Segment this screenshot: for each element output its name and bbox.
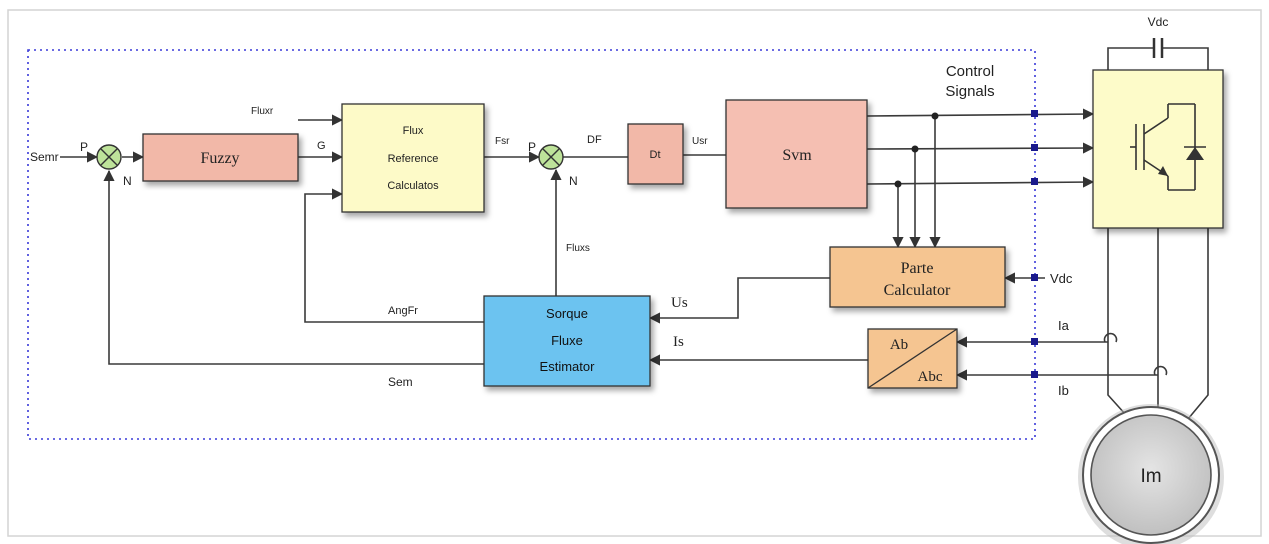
dt-label: Dt [650,149,661,161]
g-label: G [317,140,326,152]
wire-angfr [304,188,484,323]
fluxs-label: Fluxs [566,243,590,254]
n2-label: N [569,174,578,188]
sum-junction-2 [538,144,564,170]
dt-block [627,123,684,185]
connector [1031,178,1038,185]
sensor-ia [1103,332,1118,343]
control-boundary [27,49,1036,440]
connector [1031,110,1038,117]
wire-us [648,277,830,324]
junction-2 [911,145,919,153]
control-signals-label-1: Control [946,63,994,80]
connector [1031,144,1038,151]
ia-label: Ia [1058,318,1070,333]
vdc-top-label: Vdc [1148,15,1169,29]
parte-calculator-block [829,246,1006,308]
estimator-label-2: Fluxe [551,333,583,348]
diode-icon [1186,147,1204,160]
p1-label: P [80,140,88,154]
outer-frame [7,9,1262,537]
flux-ref-label-3: Calculatos [387,180,439,192]
parte-label-2: Calculator [884,282,951,299]
ab-label: Ab [890,337,908,353]
sensor-ib [1153,365,1168,376]
sum-junction-1 [96,144,122,170]
parte-label-1: Parte [901,260,934,277]
fsr-label: Fsr [495,136,510,147]
estimator-block [483,295,651,387]
igbt-arrow-icon [1158,166,1168,176]
estimator-label-1: Sorque [546,306,588,321]
wire-ctrl-3 [866,176,1095,188]
igbt-icon [1130,103,1206,191]
usr-label: Usr [692,136,708,147]
svm-label: Svm [782,147,812,164]
connector [1031,371,1038,378]
vdc-label: Vdc [1050,271,1073,286]
estimator-label-3: Estimator [540,359,596,374]
flux-reference-block [341,103,485,213]
flux-ref-label-1: Flux [403,125,424,137]
us-label: Us [671,295,688,311]
connector [1031,338,1038,345]
wire-ctrl-2 [866,142,1095,154]
fuzzy-label: Fuzzy [200,150,239,167]
dc-link-right [1162,47,1209,70]
wire-sem [103,169,484,365]
fluxr-label: Fluxr [251,106,274,117]
motor-label: Im [1140,466,1161,487]
flux-ref-label-2: Reference [388,153,439,165]
abc-label: Abc [918,369,943,385]
ib-label: Ib [1058,383,1069,398]
angfr-label: AngFr [388,305,418,317]
p2-label: P [528,140,536,154]
svm-block [725,99,868,209]
wire-ctrl-1 [866,108,1095,120]
junction-1 [931,112,939,120]
dc-link-left [1107,47,1154,70]
fuzzy-block [142,133,299,182]
sem-label: Sem [388,375,413,389]
motor-lead-3 [1182,228,1209,426]
ab-abc-block [867,328,958,389]
inverter-block [1092,69,1224,229]
junction-3 [894,180,902,188]
is-label: Is [673,334,684,350]
n1-label: N [123,174,132,188]
semr-label: Semr [30,150,59,164]
motor [1078,404,1224,544]
df-label: DF [587,134,602,146]
control-signals-label-2: Signals [945,83,994,100]
connector [1031,274,1038,281]
